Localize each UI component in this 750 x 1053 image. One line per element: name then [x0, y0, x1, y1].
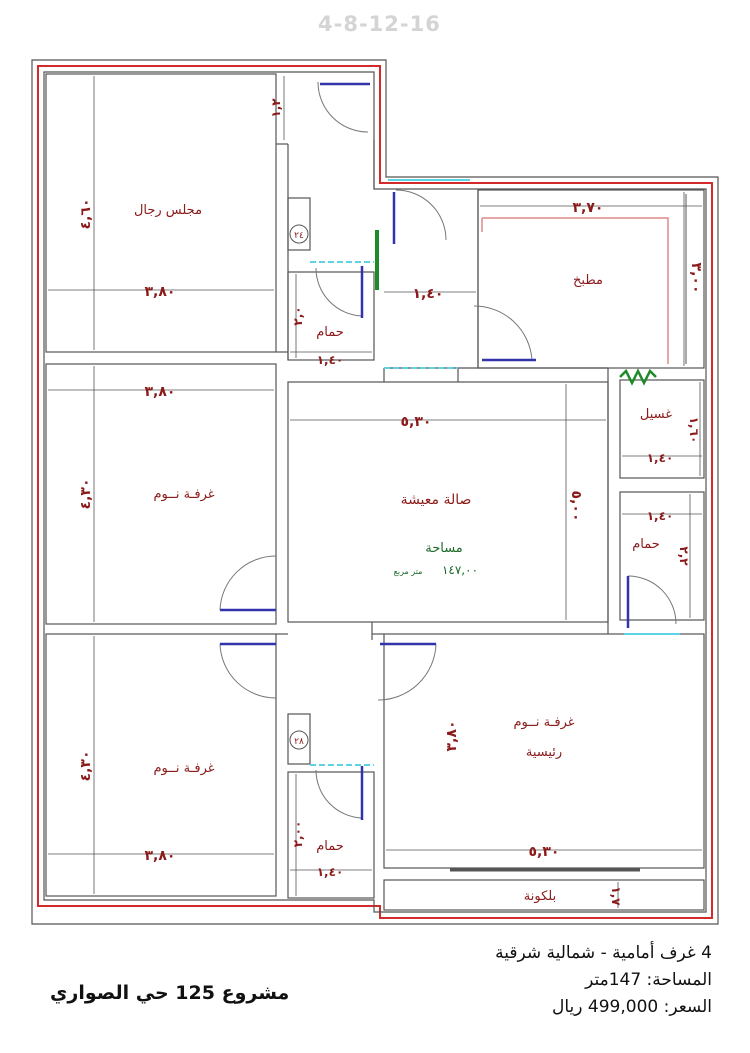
dim-master-height: ٣,٨٠	[444, 721, 460, 752]
plan-code: 4-8-12-16	[318, 12, 441, 36]
dim-laundry-height: ١,٦٠	[687, 417, 701, 444]
outer-red-outline	[37, 65, 713, 919]
dim-bed2-width: ٣,٨٠	[145, 848, 176, 864]
column-green	[375, 230, 379, 290]
dim-kitchen-height: ٣,٠٠	[688, 263, 704, 294]
room-label-bedroom-1: غرفـة نــوم	[153, 487, 214, 502]
outer-wall	[31, 59, 719, 925]
room-label-majlis: مجلس رجال	[134, 203, 202, 218]
info-rooms: 4 غرف أمامية - شمالية شرقية	[495, 943, 712, 963]
dim-bath1-height: ٢,٠	[291, 306, 305, 325]
room-label-master-2: رئيسية	[526, 745, 562, 760]
listing-info: 4 غرف أمامية - شمالية شرقية المساحة: 147…	[495, 940, 712, 1021]
dim-master-width: ٥,٣٠	[529, 844, 560, 860]
area-label: مساحة	[425, 541, 463, 556]
svg-text:٢٨: ٢٨	[294, 737, 304, 747]
heater-symbol	[619, 368, 657, 386]
info-area: المساحة: 147متر	[585, 970, 712, 990]
dim-laundry-width: ١,٤٠	[647, 451, 674, 465]
dim-bath2-width: ١,٤٠	[647, 509, 674, 523]
room-label-bath-3: حمام	[316, 839, 344, 854]
project-title: مشروع 125 حي الصواري	[50, 982, 290, 1004]
stair-marker-1: ٢٤	[289, 224, 309, 244]
room-label-living: صالة معيشة	[401, 492, 472, 508]
room-label-bedroom-2: غرفـة نــوم	[153, 761, 214, 776]
dim-bed2-height: ٤,٣٠	[78, 751, 94, 782]
dim-living-width: ٥,٣٠	[401, 414, 432, 430]
dim-bath3-height: ٢,٠٠	[291, 821, 305, 848]
area-unit: متر مربع	[394, 567, 423, 576]
room-label-bath-1: حمام	[316, 325, 344, 340]
room-label-bath-2: حمام	[632, 537, 660, 552]
dim-bath2-height: ٢,٢	[677, 546, 691, 566]
dim-majlis-width: ٣,٨٠	[145, 284, 176, 300]
dimension-lines	[48, 76, 705, 908]
info-price: السعر: 499,000 ريال	[552, 997, 712, 1017]
windows	[310, 179, 680, 872]
dim-entry-height: ١,٢	[269, 98, 283, 118]
room-label-master-1: غرفـة نــوم	[513, 715, 574, 730]
room-walls	[45, 73, 705, 911]
dim-kitchen-width: ٣,٧٠	[573, 200, 604, 216]
dim-bath1-width: ١,٤٠	[317, 353, 344, 367]
dim-bath3-width: ١,٤٠	[317, 865, 344, 879]
area-value: ١٤٧,٠٠	[442, 563, 478, 577]
room-label-laundry: غسيل	[640, 407, 672, 422]
dim-balcony-height: ١,٧	[609, 886, 623, 906]
svg-text:٢٤: ٢٤	[294, 231, 304, 241]
door-leaves	[220, 82, 630, 820]
dim-bed1-width: ٣,٨٠	[145, 384, 176, 400]
dim-majlis-height: ٤,٦٠	[78, 199, 94, 230]
kitchen-counter	[481, 217, 669, 364]
dim-bed1-height: ٤,٣٠	[78, 479, 94, 510]
dim-corridor-width: ١,٤٠	[413, 286, 444, 302]
door-swings	[219, 81, 677, 819]
room-label-kitchen: مطبخ	[573, 273, 603, 288]
room-label-balcony: بلكونة	[524, 889, 556, 904]
dim-living-height: ٥,٠٠	[568, 491, 584, 522]
stair-marker-2: ٢٨	[289, 730, 309, 750]
